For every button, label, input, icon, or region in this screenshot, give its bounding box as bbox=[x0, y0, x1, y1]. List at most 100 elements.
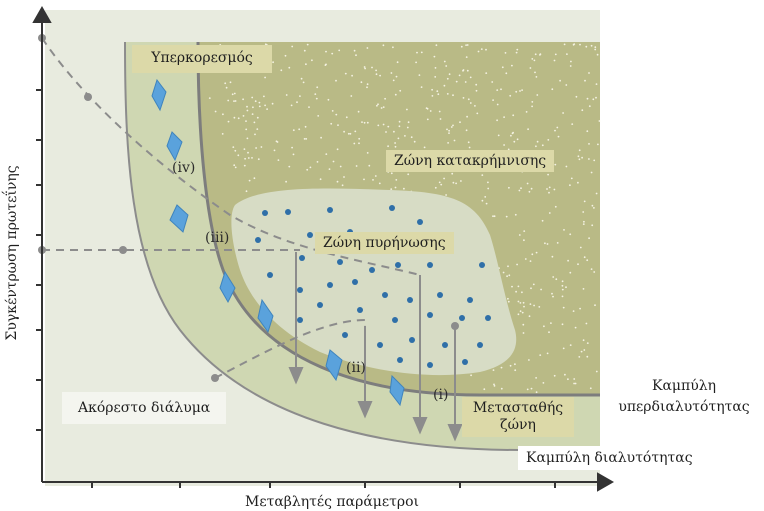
speckle bbox=[597, 144, 599, 146]
speckle bbox=[548, 331, 550, 333]
speckle bbox=[571, 123, 573, 125]
speckle bbox=[542, 220, 544, 222]
speckle bbox=[485, 72, 487, 74]
speckle bbox=[595, 97, 597, 99]
speckle bbox=[555, 278, 557, 280]
speckle bbox=[432, 95, 434, 97]
nucleation-dot bbox=[342, 332, 348, 338]
nucleation-dot bbox=[485, 315, 491, 321]
speckle bbox=[308, 106, 310, 108]
speckle bbox=[263, 96, 265, 98]
speckle bbox=[307, 44, 309, 46]
speckle bbox=[379, 183, 381, 185]
speckle bbox=[529, 191, 531, 193]
speckle bbox=[518, 313, 520, 315]
speckle bbox=[305, 63, 307, 65]
speckle bbox=[569, 233, 571, 235]
speckle bbox=[536, 391, 538, 393]
supersaturation-label: Υπερκορεσμός bbox=[132, 45, 272, 73]
speckle bbox=[447, 142, 449, 144]
speckle bbox=[383, 106, 385, 108]
speckle bbox=[540, 289, 542, 291]
solubility-curve-label: Καμπύλη διαλυτότητας bbox=[518, 446, 701, 470]
nucleation-dot bbox=[285, 209, 291, 215]
speckle bbox=[446, 129, 448, 131]
speckle bbox=[452, 94, 454, 96]
speckle bbox=[466, 129, 468, 131]
speckle bbox=[502, 66, 504, 68]
speckle bbox=[555, 206, 557, 208]
speckle bbox=[272, 61, 274, 63]
speckle bbox=[249, 180, 251, 182]
nucleation-dot bbox=[395, 262, 401, 268]
speckle bbox=[583, 221, 585, 223]
speckle bbox=[354, 50, 356, 52]
speckle bbox=[522, 312, 524, 314]
speckle bbox=[573, 378, 575, 380]
nucleation-dot bbox=[437, 292, 443, 298]
speckle bbox=[391, 172, 393, 174]
path-label-iv: (iv) bbox=[172, 160, 195, 176]
speckle bbox=[591, 224, 593, 226]
nucleation-dot bbox=[267, 272, 273, 278]
speckle bbox=[588, 72, 590, 74]
speckle bbox=[525, 258, 527, 260]
speckle bbox=[555, 54, 557, 56]
speckle bbox=[581, 109, 583, 111]
speckle bbox=[447, 78, 449, 80]
speckle bbox=[222, 113, 224, 115]
speckle bbox=[465, 44, 467, 46]
speckle bbox=[547, 353, 549, 355]
speckle bbox=[375, 70, 377, 72]
speckle bbox=[445, 65, 447, 67]
speckle bbox=[466, 56, 468, 58]
speckle bbox=[530, 303, 532, 305]
speckle bbox=[452, 125, 454, 127]
speckle bbox=[584, 256, 586, 258]
speckle bbox=[511, 286, 513, 288]
nucleation-dot bbox=[297, 317, 303, 323]
speckle bbox=[361, 121, 363, 123]
speckle bbox=[579, 44, 581, 46]
nucleation-dot bbox=[307, 232, 313, 238]
speckle bbox=[505, 72, 507, 74]
speckle bbox=[419, 74, 421, 76]
speckle bbox=[448, 132, 450, 134]
speckle bbox=[348, 133, 350, 135]
speckle bbox=[496, 89, 498, 91]
speckle bbox=[535, 377, 537, 379]
nucleation-dot bbox=[479, 262, 485, 268]
speckle bbox=[246, 190, 248, 192]
speckle bbox=[583, 339, 585, 341]
speckle bbox=[228, 121, 230, 123]
speckle bbox=[593, 207, 595, 209]
speckle bbox=[521, 89, 523, 91]
speckle bbox=[340, 166, 342, 168]
speckle bbox=[512, 132, 514, 134]
nucleation-dot bbox=[407, 297, 413, 303]
speckle bbox=[395, 94, 397, 96]
nucleation-dot bbox=[297, 287, 303, 293]
speckle bbox=[530, 260, 532, 262]
speckle bbox=[364, 66, 366, 68]
speckle bbox=[517, 138, 519, 140]
speckle bbox=[583, 223, 585, 225]
speckle bbox=[523, 302, 525, 304]
speckle bbox=[537, 141, 539, 143]
metastable-zone-label: Μετασταθής ζώνη bbox=[462, 397, 574, 437]
speckle bbox=[459, 121, 461, 123]
speckle bbox=[384, 98, 386, 100]
speckle bbox=[579, 158, 581, 160]
speckle bbox=[589, 105, 591, 107]
speckle bbox=[556, 127, 558, 129]
speckle bbox=[306, 169, 308, 171]
speckle bbox=[463, 97, 465, 99]
speckle bbox=[252, 106, 254, 108]
speckle bbox=[333, 161, 335, 163]
speckle bbox=[507, 298, 509, 300]
speckle bbox=[367, 83, 369, 85]
speckle bbox=[547, 139, 549, 141]
speckle bbox=[565, 84, 567, 86]
speckle bbox=[209, 97, 211, 99]
speckle bbox=[415, 62, 417, 64]
